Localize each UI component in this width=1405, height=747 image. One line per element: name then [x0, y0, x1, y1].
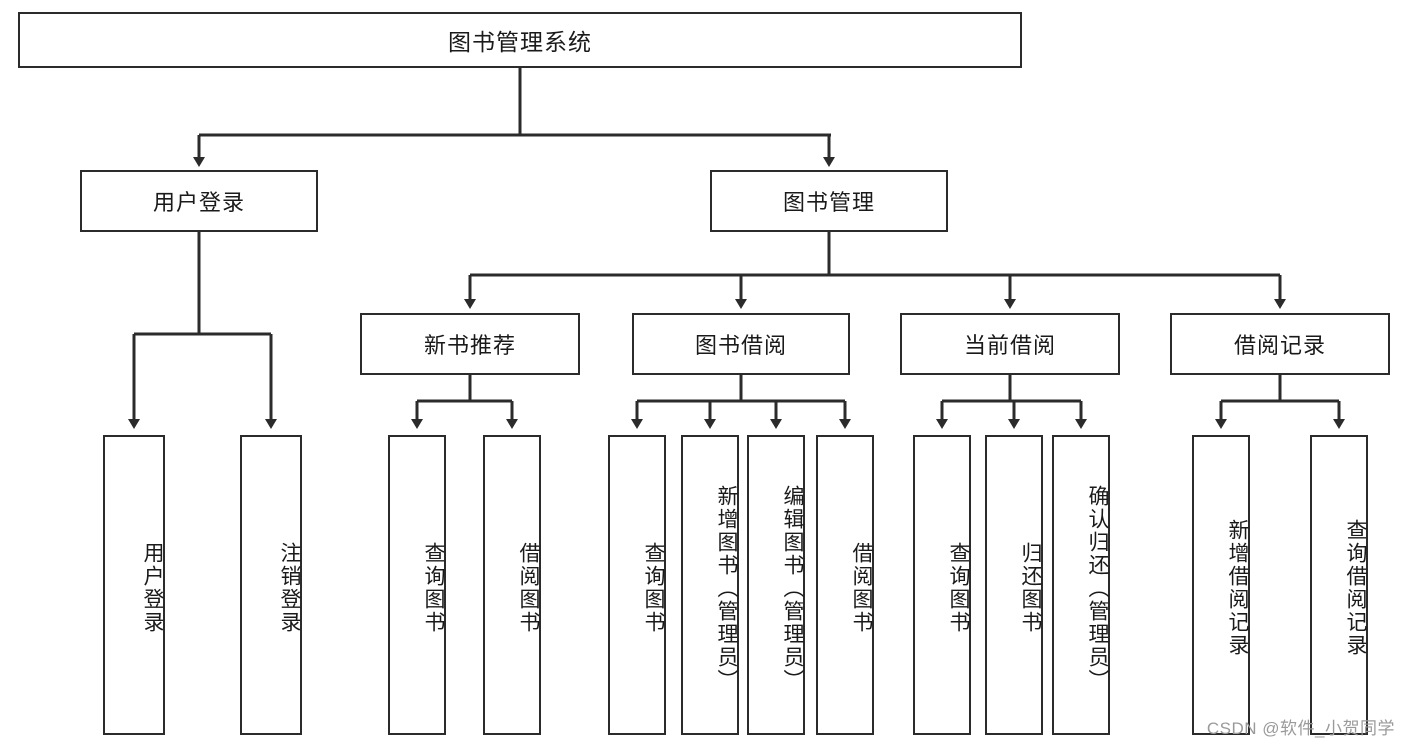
node-user-login-label: 用户登录	[152, 190, 245, 215]
node-leaf-add-record-label: 新增借阅记录	[1226, 519, 1249, 657]
watermark: CSDN @软件_小贺同学	[1206, 719, 1395, 738]
node-current-borrow[interactable]: 当前借阅	[900, 313, 1120, 375]
node-leaf-query-book-1-label: 查询图书	[422, 542, 445, 634]
node-leaf-borrow-book-1[interactable]: 借阅图书	[483, 435, 541, 735]
node-leaf-confirm-return-label: 确认归还（管理员）	[1086, 484, 1109, 692]
node-leaf-borrow-book-2-label: 借阅图书	[850, 542, 873, 634]
node-leaf-user-logout-label: 注销登录	[278, 542, 301, 634]
node-leaf-borrow-book-1-label: 借阅图书	[517, 542, 540, 634]
node-leaf-user-login-label: 用户登录	[141, 542, 164, 634]
node-leaf-add-book-label: 新增图书（管理员）	[715, 484, 738, 692]
node-book-manage-label: 图书管理	[782, 190, 875, 215]
node-leaf-query-book-1[interactable]: 查询图书	[388, 435, 446, 735]
node-borrow-record[interactable]: 借阅记录	[1170, 313, 1390, 375]
node-leaf-user-logout[interactable]: 注销登录	[240, 435, 302, 735]
node-root[interactable]: 图书管理系统	[18, 12, 1022, 68]
node-leaf-query-book-3-label: 查询图书	[947, 542, 970, 634]
node-leaf-user-login[interactable]: 用户登录	[103, 435, 165, 735]
node-leaf-add-record[interactable]: 新增借阅记录	[1192, 435, 1250, 735]
node-root-label: 图书管理系统	[448, 29, 592, 55]
node-new-book-rec-label: 新书推荐	[423, 333, 516, 358]
node-leaf-return-book[interactable]: 归还图书	[985, 435, 1043, 735]
node-current-borrow-label: 当前借阅	[963, 333, 1056, 358]
node-new-book-rec[interactable]: 新书推荐	[360, 313, 580, 375]
node-book-borrow[interactable]: 图书借阅	[632, 313, 850, 375]
node-leaf-borrow-book-2[interactable]: 借阅图书	[816, 435, 874, 735]
node-leaf-query-book-3[interactable]: 查询图书	[913, 435, 971, 735]
node-leaf-query-record[interactable]: 查询借阅记录	[1310, 435, 1368, 735]
node-leaf-confirm-return[interactable]: 确认归还（管理员）	[1052, 435, 1110, 735]
node-book-manage[interactable]: 图书管理	[710, 170, 948, 232]
node-leaf-query-book-2[interactable]: 查询图书	[608, 435, 666, 735]
node-borrow-record-label: 借阅记录	[1233, 333, 1326, 358]
node-user-login[interactable]: 用户登录	[80, 170, 318, 232]
node-leaf-query-book-2-label: 查询图书	[642, 542, 665, 634]
node-leaf-add-book[interactable]: 新增图书（管理员）	[681, 435, 739, 735]
node-leaf-edit-book[interactable]: 编辑图书（管理员）	[747, 435, 805, 735]
node-leaf-edit-book-label: 编辑图书（管理员）	[781, 484, 804, 692]
node-leaf-return-book-label: 归还图书	[1019, 542, 1042, 634]
node-leaf-query-record-label: 查询借阅记录	[1344, 519, 1367, 657]
node-book-borrow-label: 图书借阅	[694, 333, 787, 358]
